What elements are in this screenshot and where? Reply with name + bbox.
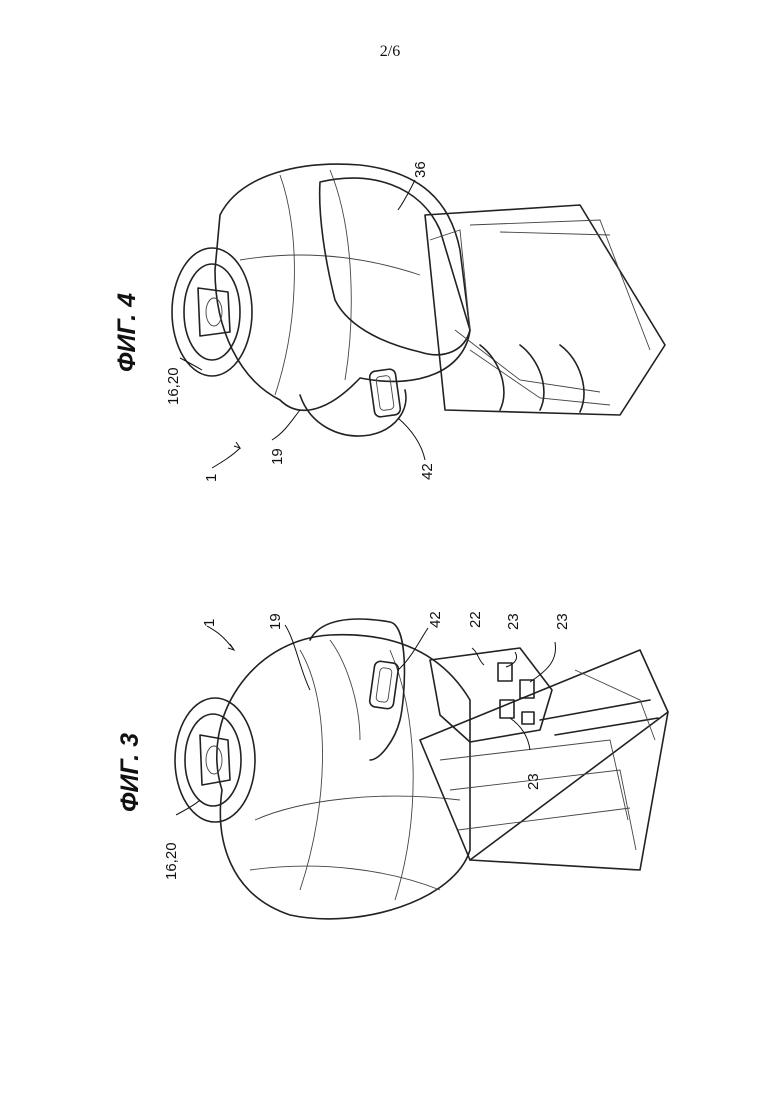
fig4-label-42: 42 (419, 463, 436, 480)
fig3-label-23-top: 23 (505, 613, 522, 630)
figure-3: ФИГ. 3 (116, 611, 668, 919)
fig4-neck-19 (300, 390, 406, 436)
fig4-port-inner (184, 264, 240, 360)
fig3-label-23-right: 23 (554, 613, 571, 630)
fig3-tab-23b (520, 680, 534, 698)
figure-4: ФИГ. 4 (113, 161, 665, 482)
fig4-label-16-20: 16,20 (165, 367, 182, 405)
fig3-label-19: 19 (267, 613, 284, 630)
fig3-label-42: 42 (427, 611, 444, 628)
fig3-port-outer (175, 698, 255, 822)
figure-4-title: ФИГ. 4 (113, 293, 141, 372)
fig4-label-36: 36 (412, 161, 429, 178)
fig3-housing (217, 635, 470, 919)
fig4-cover-36 (320, 178, 470, 355)
fig3-label-1: 1 (201, 619, 218, 627)
figure-3-title: ФИГ. 3 (116, 733, 144, 812)
fig4-label-1: 1 (203, 474, 220, 482)
fig3-label-23-bottom: 23 (525, 773, 542, 790)
fig3-label-16-20: 16,20 (163, 842, 180, 880)
fig3-port-inner (185, 714, 241, 806)
fig4-label-19: 19 (269, 448, 286, 465)
fig3-label-22: 22 (467, 611, 484, 628)
